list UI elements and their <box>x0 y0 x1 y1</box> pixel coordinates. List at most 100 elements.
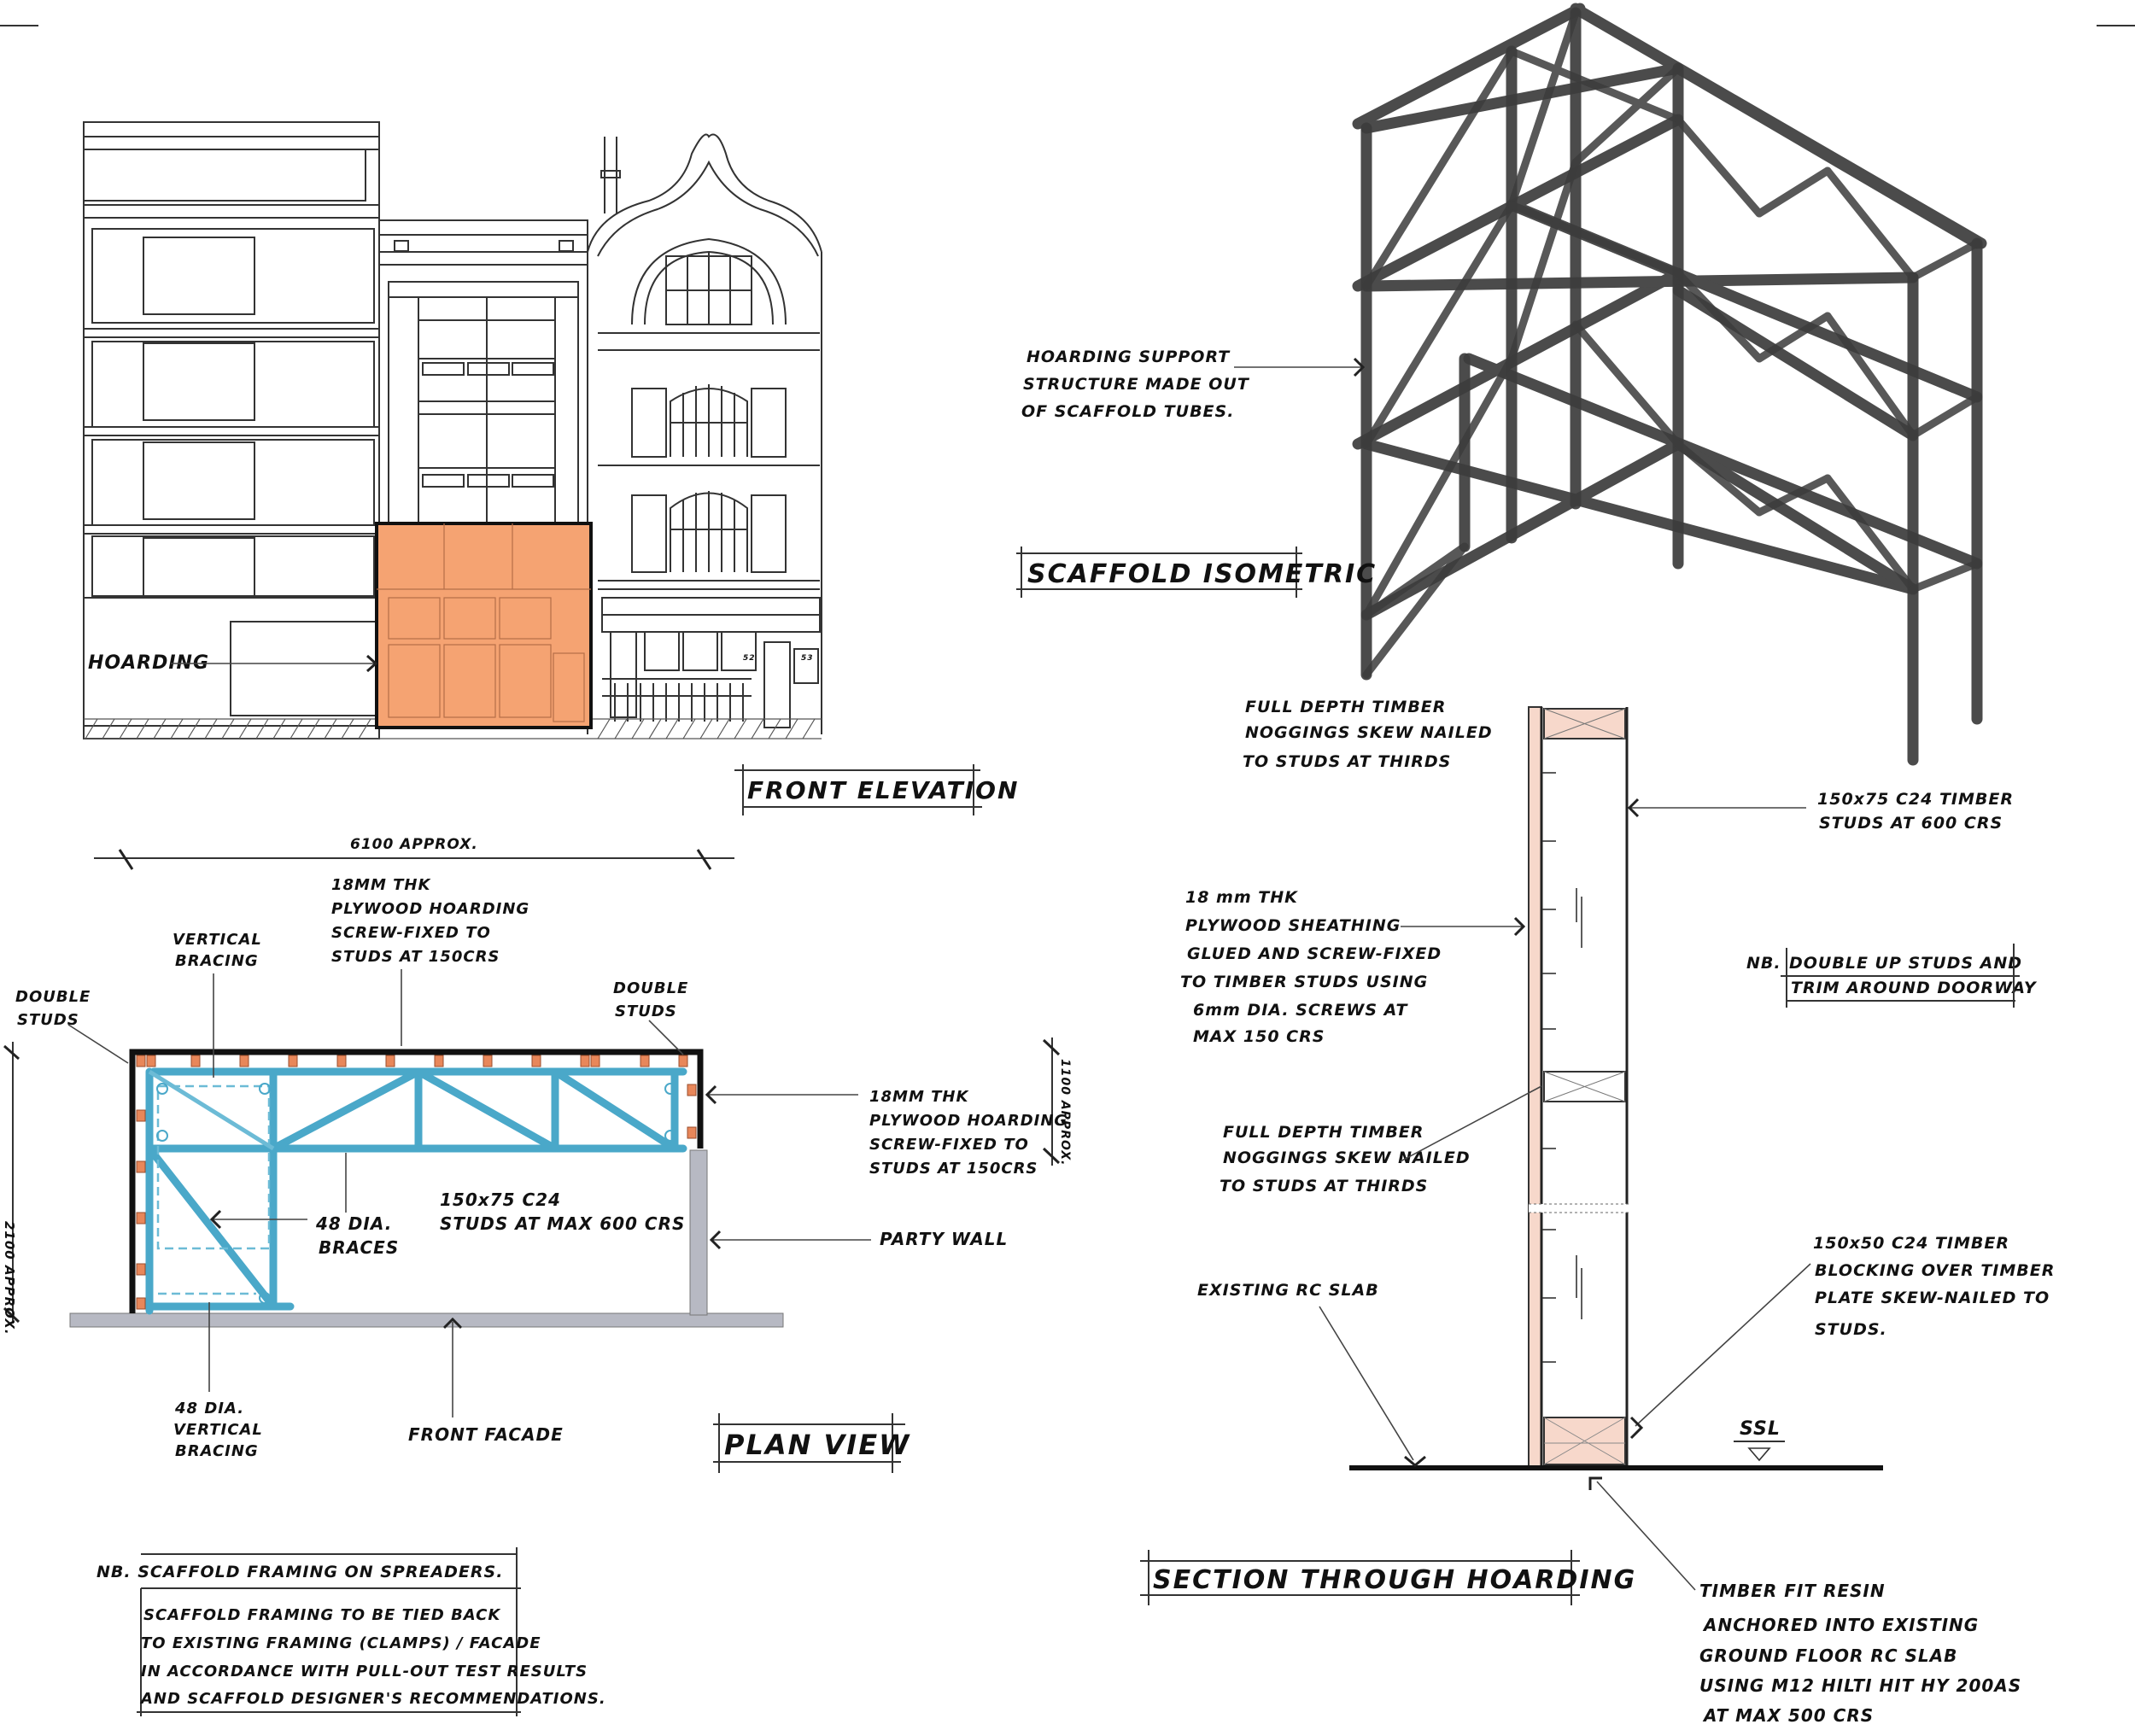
vertical-bracing-bottom-line: VERTICAL <box>173 1421 263 1439</box>
section-studs-line: 150x75 C24 TIMBER <box>1817 790 2014 809</box>
double-studs-right-line: STUDS <box>615 1002 677 1020</box>
section-title-block: SECTION THROUGH HOARDING <box>1140 1550 1636 1605</box>
leader-arrow <box>1629 1416 1644 1440</box>
hoarding-panel-lines <box>377 523 591 722</box>
middle-building <box>378 219 588 571</box>
vertical-bracing-bottom-line: 48 DIA. <box>174 1400 244 1417</box>
anchor-line: TIMBER FIT RESIN <box>1699 1581 1886 1601</box>
plywood-right-line: STUDS AT 150CRS <box>869 1160 1038 1178</box>
anchor-line: ANCHORED INTO EXISTING <box>1702 1615 1979 1635</box>
dimension-tick <box>696 849 712 870</box>
front-elevation: 52 53 HOARDING <box>83 121 1019 815</box>
plywood-top-line: 18MM THK <box>331 876 431 894</box>
leader-arrow <box>1404 1455 1426 1467</box>
door-number: 52 <box>743 654 756 663</box>
noggings-top-line: NOGGINGS SKEW NAILED <box>1245 723 1493 742</box>
leader-line <box>1400 1085 1542 1162</box>
isometric-title: SCAFFOLD ISOMETRIC <box>1027 559 1377 589</box>
leader-arrow <box>1588 1476 1602 1490</box>
section-studs-line: STUDS AT 600 CRS <box>1819 814 2003 833</box>
noggings-mid-line: NOGGINGS SKEW NAILED <box>1223 1149 1471 1167</box>
vertical-bracing-line: BRACING <box>175 952 259 970</box>
leader-arrow <box>1353 357 1366 377</box>
blocking-line: BLOCKING OVER TIMBER <box>1815 1261 2055 1280</box>
dimension-tick <box>3 1044 20 1061</box>
dimension-width-label: 6100 APPROX. <box>350 836 478 853</box>
ssl-label: SSL <box>1740 1418 1781 1440</box>
plywood-top-line: PLYWOOD HOARDING <box>331 900 529 918</box>
isometric-note-line: HOARDING SUPPORT <box>1027 348 1231 366</box>
plan-view-title: PLAN VIEW <box>724 1429 910 1461</box>
section-bottom-blocking <box>1543 1417 1626 1465</box>
section-title: SECTION THROUGH HOARDING <box>1153 1565 1636 1595</box>
scaffold-ledgers <box>1352 3 1987 621</box>
front-elevation-title: FRONT ELEVATION <box>747 776 1019 804</box>
left-building <box>83 121 380 739</box>
section-screw-ticks <box>1542 772 1582 1363</box>
section-mid-noggin <box>1543 1071 1626 1102</box>
section-through-hoarding: SSL FULL DEPTH TIMBER NOGGINGS SKEW NAIL… <box>1140 698 2055 1726</box>
anchor-line: USING M12 HILTI HIT HY 200AS <box>1699 1675 2021 1696</box>
hoarding-highlight <box>375 522 593 729</box>
notes-line: AND SCAFFOLD DESIGNER'S RECOMMENDATIONS. <box>139 1690 606 1708</box>
party-wall <box>689 1149 708 1316</box>
notes-line: IN ACCORDANCE WITH PULL-OUT TEST RESULTS <box>141 1663 588 1680</box>
section-break <box>1529 1204 1631 1213</box>
sheathing-line: GLUED AND SCREW-FIXED <box>1187 944 1442 963</box>
noggings-top-line: FULL DEPTH TIMBER <box>1245 698 1446 716</box>
dimension-tick <box>118 849 134 870</box>
leader-arrow <box>1627 798 1640 818</box>
blocking-line: PLATE SKEW-NAILED TO <box>1815 1289 2050 1307</box>
dimension-side-label: 1100 APPROX. <box>1058 1059 1072 1166</box>
noggings-mid-line: FULL DEPTH TIMBER <box>1223 1123 1424 1142</box>
front-elevation-title-block: FRONT ELEVATION <box>734 764 1019 815</box>
isometric-title-block: SCAFFOLD ISOMETRIC <box>1016 547 1377 598</box>
plywood-top-line: STUDS AT 150CRS <box>331 948 500 966</box>
leader-line <box>1319 1306 1414 1461</box>
party-wall-label: PARTY WALL <box>880 1229 1008 1249</box>
plan-view-title-block: PLAN VIEW <box>713 1413 910 1473</box>
dimension-left-label: 2100 APPROX. <box>2 1221 17 1336</box>
leader-line <box>67 1024 129 1064</box>
front-facade-label: FRONT FACADE <box>408 1424 564 1445</box>
plan-studs-line: STUDS AT MAX 600 CRS <box>440 1213 685 1234</box>
door-number: 53 <box>801 654 814 663</box>
leader-line <box>648 1020 684 1055</box>
noggings-mid-line: TO STUDS AT THIRDS <box>1220 1177 1428 1195</box>
notes-heading: NB. SCAFFOLD FRAMING ON SPREADERS. <box>97 1563 503 1581</box>
slab-label: EXISTING RC SLAB <box>1197 1281 1379 1300</box>
leader-arrow <box>209 1209 222 1230</box>
double-studs-left-line: DOUBLE <box>15 988 91 1006</box>
noggings-top-line: TO STUDS AT THIRDS <box>1243 752 1451 771</box>
scaffold-verticals <box>1360 7 1983 766</box>
sheathing-line: MAX 150 CRS <box>1193 1027 1325 1046</box>
notes-line: TO EXISTING FRAMING (CLAMPS) / FACADE <box>141 1634 541 1652</box>
plan-studs <box>136 1055 697 1310</box>
isometric-note-line: OF SCAFFOLD TUBES. <box>1021 402 1234 421</box>
nb-line: DOUBLE UP STUDS AND <box>1789 954 2022 973</box>
section-top-noggin <box>1543 708 1626 739</box>
plywood-right-line: SCREW-FIXED TO <box>869 1136 1029 1154</box>
scaffold-isometric: HOARDING SUPPORT STRUCTURE MADE OUT OF S… <box>1016 3 1987 766</box>
leader-line <box>1596 1481 1696 1591</box>
blocking-line: STUDS. <box>1815 1320 1887 1339</box>
plan-bracing <box>145 1067 687 1315</box>
dimension-tick <box>3 1306 20 1324</box>
sheathing-line: TO TIMBER STUDS USING <box>1180 973 1428 991</box>
scaffold-braces <box>1362 9 1981 679</box>
braces-line: 48 DIA. <box>315 1213 392 1234</box>
plan-hoarding-outline <box>129 1049 704 1313</box>
anchor-line: AT MAX 500 CRS <box>1702 1705 1874 1726</box>
plan-view: 6100 APPROX. 2100 APPROX. 1100 APPROX. <box>2 836 1072 1473</box>
leader-arrow <box>1513 916 1526 937</box>
sheathing-line: 6mm DIA. SCREWS AT <box>1193 1001 1409 1020</box>
leader-arrow <box>705 1084 717 1105</box>
notes-line: SCAFFOLD FRAMING TO BE TIED BACK <box>143 1606 501 1624</box>
plywood-right-line: PLYWOOD HOARDING <box>869 1112 1068 1130</box>
dimension-tick <box>1042 1038 1061 1056</box>
anchor-line: GROUND FLOOR RC SLAB <box>1699 1645 1957 1666</box>
vertical-bracing-line: VERTICAL <box>173 931 262 949</box>
sheathing-line: 18 mm THK <box>1185 888 1298 907</box>
right-building <box>587 133 822 734</box>
